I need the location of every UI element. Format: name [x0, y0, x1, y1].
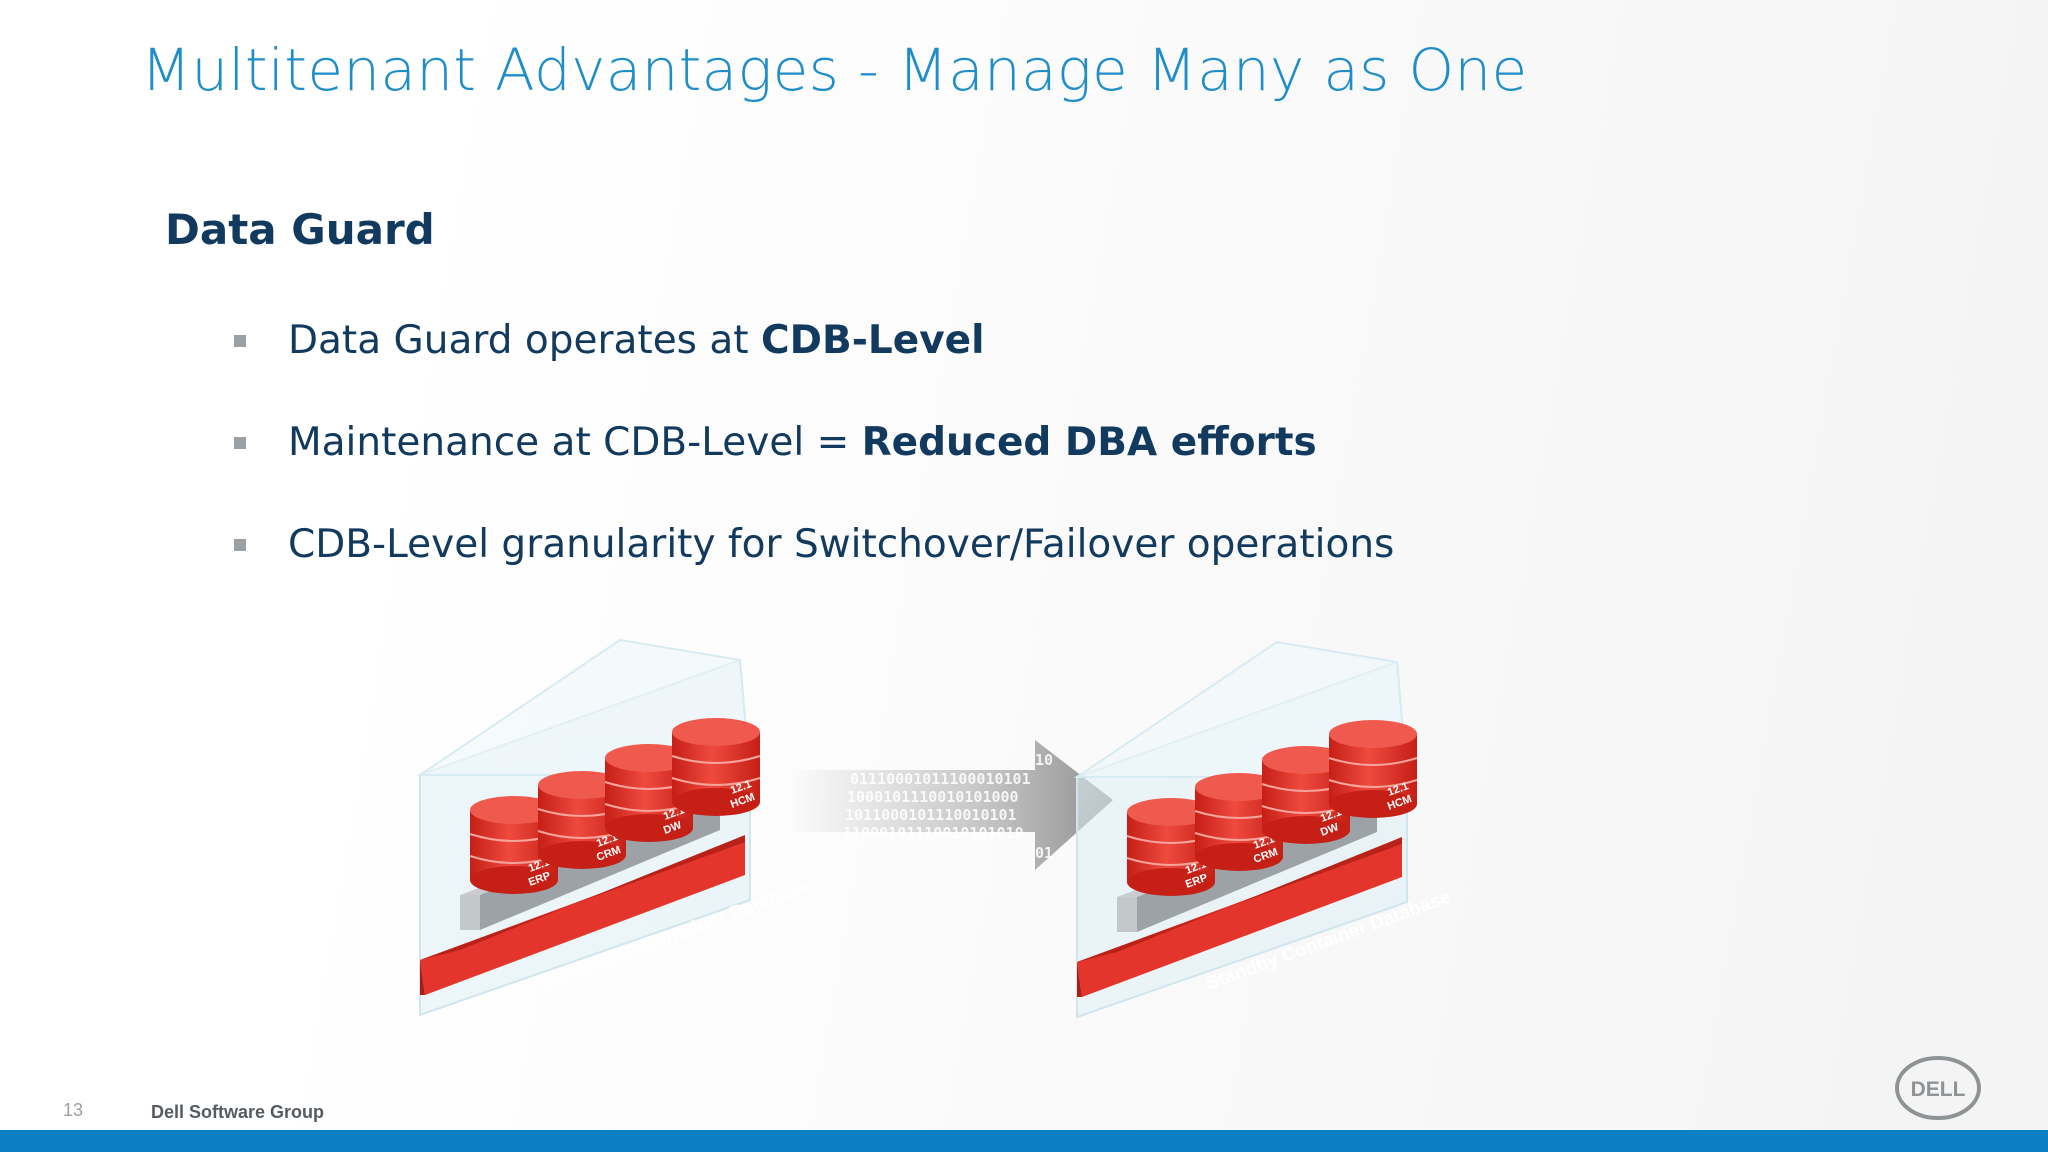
- red-base-side: [1077, 962, 1082, 997]
- bullet-square-icon: [234, 334, 246, 347]
- binary-stream-text: 1011000101110010101: [845, 806, 1017, 824]
- db-cylinder-dw: 12.1 DW: [1261, 746, 1351, 844]
- db-cylinders: 12.1 ERP 12.1 CRM 12.1 DW: [1126, 720, 1418, 896]
- bullet-square-icon: [234, 538, 246, 551]
- db-cylinder-crm: 12.1 CRM: [1194, 773, 1284, 871]
- red-base-side: [420, 960, 425, 995]
- arrow-shape: [790, 740, 1113, 870]
- dell-logo: DELL: [1895, 1056, 1981, 1120]
- bullet-text: CDB-Level granularity for Switchover/Fai…: [288, 522, 1395, 567]
- db-cylinders: 12.1 ERP 12.1 CRM 12.1 DW: [469, 718, 761, 894]
- bullet-text: Data Guard operates at: [288, 318, 761, 363]
- bullet-bold-text: CDB-Level: [761, 318, 985, 363]
- section-heading: Data Guard: [165, 205, 435, 254]
- platform-side: [460, 895, 480, 930]
- binary-stream-text: 1000101110010101000: [847, 788, 1019, 806]
- binary-stream-text: 01: [1035, 844, 1053, 862]
- binary-stream-text: 10: [1035, 751, 1053, 769]
- bullet-square-icon: [234, 436, 246, 449]
- bullet-bold-text: Reduced DBA efforts: [861, 420, 1317, 465]
- db-cylinder-hcm: 12.1 HCM: [671, 718, 761, 816]
- db-cylinder-hcm: 12.1 HCM: [1328, 720, 1418, 818]
- data-guard-diagram: 10 01110001011100010101 1000101110010101…: [416, 638, 1454, 1019]
- bullet-item: CDB-Level granularity for Switchover/Fai…: [234, 522, 1394, 567]
- page-number: 13: [63, 1100, 84, 1120]
- footer-organization: Dell Software Group: [151, 1102, 325, 1122]
- bullet-item: Data Guard operates at CDB-Level: [234, 318, 984, 363]
- red-base-front: [1077, 842, 1402, 997]
- binary-stream-text: 11000101110010101010: [843, 824, 1024, 842]
- replication-arrow: 10 01110001011100010101 1000101110010101…: [790, 740, 1113, 870]
- bullet-item: Maintenance at CDB-Level = Reduced DBA e…: [234, 420, 1317, 465]
- platform-side: [1117, 897, 1137, 932]
- binary-stream-text: 01110001011100010101: [850, 770, 1031, 788]
- standby-container: Standby Container Database 12.1 ERP 12.1…: [1073, 640, 1454, 1019]
- bullet-text: Maintenance at CDB-Level =: [288, 420, 862, 465]
- red-base-front: [420, 840, 745, 995]
- production-container: Production Container Database 12.1 ERP 1…: [416, 638, 814, 1017]
- db-cylinder-crm: 12.1 CRM: [537, 771, 627, 869]
- slide-title: Multitenant Advantages - Manage Many as …: [141, 36, 1528, 104]
- footer-bar: [0, 1130, 2048, 1152]
- dell-logo-text: DELL: [1911, 1078, 1966, 1101]
